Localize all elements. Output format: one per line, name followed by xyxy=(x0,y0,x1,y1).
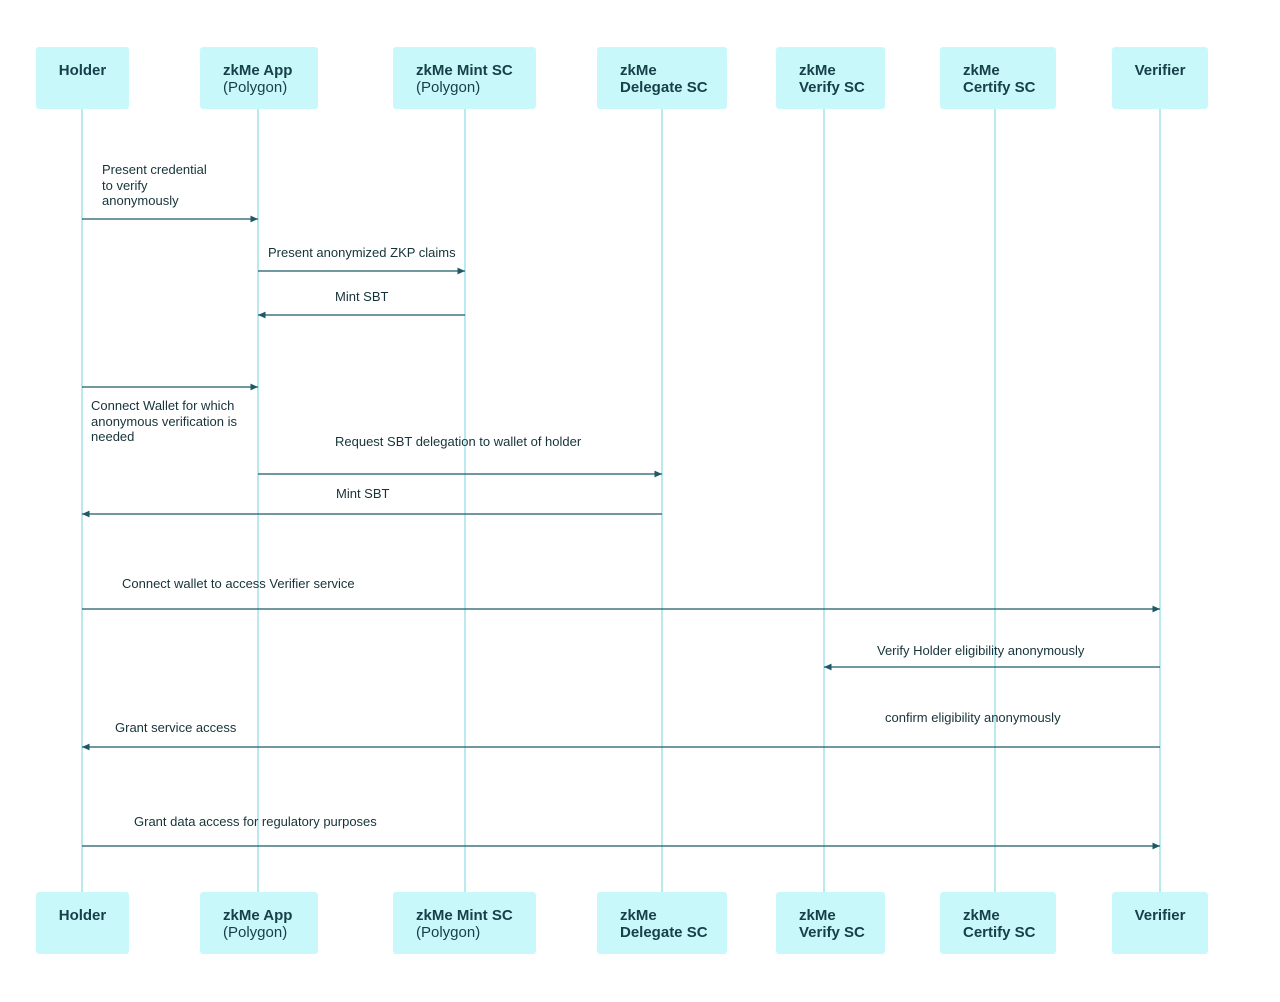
participant-subtitle: Certify SC xyxy=(963,924,1036,941)
participant-title: zkMe xyxy=(799,62,836,79)
participant-title: zkMe xyxy=(620,907,657,924)
participant-title: Verifier xyxy=(1134,907,1186,924)
message-label-9-1: Grant service access xyxy=(115,720,237,735)
participant-box-app-bottom: zkMe App(Polygon) xyxy=(200,892,318,954)
participant-subtitle: Verify SC xyxy=(799,79,865,96)
participant-title: Verifier xyxy=(1134,62,1186,79)
participant-subtitle: (Polygon) xyxy=(416,79,481,96)
participant-box-mint-bottom: zkMe Mint SC(Polygon) xyxy=(393,892,536,954)
message-label-line: Mint SBT xyxy=(335,289,389,304)
message-label-line: Verify Holder eligibility anonymously xyxy=(877,643,1085,658)
message-label-8: Verify Holder eligibility anonymously xyxy=(877,643,1084,659)
participant-box-holder-bottom: Holder xyxy=(36,892,129,954)
message-label-6: Mint SBT xyxy=(336,486,389,502)
participant-title: zkMe App xyxy=(223,907,293,924)
message-label-3: Mint SBT xyxy=(335,289,388,305)
participant-title: Holder xyxy=(58,907,107,924)
message-label-line: Grant data access for regulatory purpose… xyxy=(134,814,377,829)
participant-subtitle: Verify SC xyxy=(799,924,865,941)
participant-title: zkMe xyxy=(620,62,657,79)
message-label-line: anonymously xyxy=(102,193,179,208)
message-label-7: Connect wallet to access Verifier servic… xyxy=(122,576,355,592)
message-label-2: Present anonymized ZKP claims xyxy=(268,245,456,261)
participant-subtitle: (Polygon) xyxy=(223,79,288,96)
message-label-line: Present anonymized ZKP claims xyxy=(268,245,456,260)
message-label-line: needed xyxy=(91,429,135,444)
participant-box-holder-top: Holder xyxy=(36,47,129,109)
participant-title: zkMe xyxy=(963,907,1000,924)
participant-subtitle: Certify SC xyxy=(963,79,1036,96)
participant-box-app-top: zkMe App(Polygon) xyxy=(200,47,318,109)
participant-subtitle: (Polygon) xyxy=(416,924,481,941)
message-label-9-2: confirm eligibility anonymously xyxy=(885,710,1061,725)
message-label-line: to verify xyxy=(102,177,148,193)
participant-title: zkMe Mint SC xyxy=(416,62,513,79)
participant-title: zkMe xyxy=(963,62,1000,79)
message-label-line: anonymous verification is xyxy=(91,413,237,429)
participant-title: zkMe App xyxy=(223,62,293,79)
message-label-5: Request SBT delegation to wallet of hold… xyxy=(335,434,581,450)
message-label-line: Mint SBT xyxy=(336,486,390,501)
participant-box-verifier-top: Verifier xyxy=(1112,47,1208,109)
message-label-line: Request SBT delegation to wallet of hold… xyxy=(335,434,582,449)
participant-title: zkMe xyxy=(799,907,836,924)
participant-title: zkMe Mint SC xyxy=(416,907,513,924)
participant-subtitle: (Polygon) xyxy=(223,924,288,941)
message-label-line: Connect Wallet for which xyxy=(91,398,235,413)
participant-title: Holder xyxy=(58,62,107,79)
message-label-line: Present credential xyxy=(102,162,207,177)
participant-subtitle: Delegate SC xyxy=(620,79,708,96)
participant-box-mint-top: zkMe Mint SC(Polygon) xyxy=(393,47,536,109)
message-label-line: Connect wallet to access Verifier servic… xyxy=(122,576,355,591)
message-label-10: Grant data access for regulatory purpose… xyxy=(134,814,377,830)
participant-box-verifier-bottom: Verifier xyxy=(1112,892,1208,954)
participant-subtitle: Delegate SC xyxy=(620,924,708,941)
